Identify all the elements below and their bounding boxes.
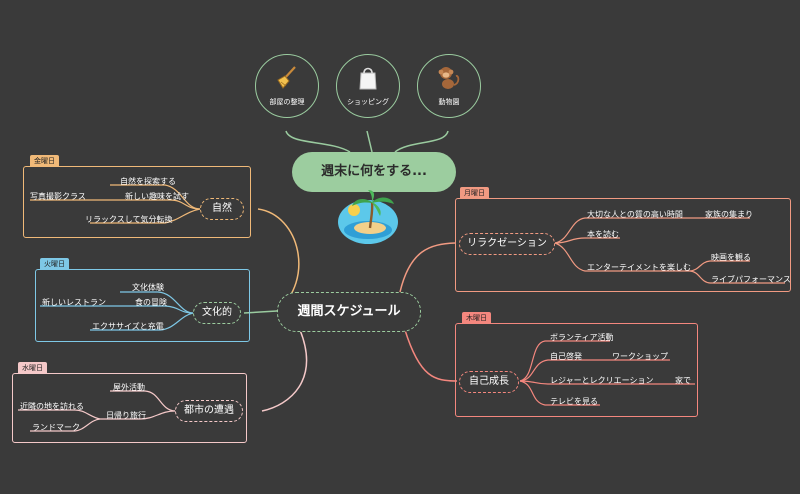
leaf-relax[interactable]: リラックスして気分転換 — [85, 215, 173, 224]
branch-box-friday — [23, 166, 251, 238]
leaf-entertainment[interactable]: エンターテイメントを楽しむ — [587, 263, 691, 272]
leaf-read-books[interactable]: 本を読む — [587, 230, 619, 239]
weekend-item-label: ショッピング — [347, 98, 389, 106]
weekend-item-tidy-room[interactable]: 部屋の整理 — [255, 54, 319, 118]
branch-node-cultural[interactable]: 文化的 — [193, 302, 241, 324]
leaf-leisure[interactable]: レジャーとレクリエーション — [550, 376, 654, 385]
day-tag-friday: 金曜日 — [30, 155, 59, 167]
leaf-self-development[interactable]: 自己啓発 — [550, 352, 582, 361]
leaf-volunteer[interactable]: ボランティア活動 — [550, 333, 614, 342]
branch-box-monday — [455, 198, 791, 292]
leaf-watch-tv[interactable]: テレビを見る — [550, 397, 598, 406]
day-tag-thursday: 木曜日 — [462, 312, 491, 324]
weekend-item-shopping[interactable]: ショッピング — [336, 54, 400, 118]
leaf-quality-time[interactable]: 大切な人との質の高い時間 — [587, 210, 683, 219]
leaf-workshop[interactable]: ワークショップ — [612, 352, 668, 361]
leaf-photo-class[interactable]: 写真撮影クラス — [30, 192, 86, 201]
branch-node-relaxation[interactable]: リラクゼーション — [459, 233, 555, 255]
leaf-new-restaurant[interactable]: 新しいレストラン — [42, 298, 106, 307]
branch-box-wednesday — [12, 373, 247, 443]
branch-node-city-encounter[interactable]: 都市の遭遇 — [175, 400, 243, 422]
shopping-bag-icon — [359, 67, 377, 90]
weekend-item-zoo[interactable]: 動物園 — [417, 54, 481, 118]
leaf-watch-movie[interactable]: 映画を観る — [711, 253, 751, 262]
leaf-try-new-hobby[interactable]: 新しい趣味を試す — [125, 192, 189, 201]
leaf-cultural-experience[interactable]: 文化体験 — [132, 283, 164, 292]
leaf-at-home[interactable]: 家で — [675, 376, 691, 385]
branch-box-thursday — [455, 323, 698, 417]
leaf-explore-nature[interactable]: 自然を探索する — [120, 177, 176, 186]
leaf-exercise[interactable]: エクササイズと充電 — [92, 322, 164, 331]
day-tag-tuesday: 火曜日 — [40, 258, 69, 270]
leaf-family-gathering[interactable]: 家族の集まり — [705, 210, 753, 219]
weekend-topic[interactable]: 週末に何をする... — [292, 152, 456, 192]
branch-node-self-growth[interactable]: 自己成長 — [459, 371, 519, 393]
day-tag-wednesday: 水曜日 — [18, 362, 47, 374]
leaf-visit-nearby[interactable]: 近隣の地を訪れる — [20, 402, 84, 411]
leaf-day-trip[interactable]: 日帰り旅行 — [106, 411, 146, 420]
weekend-item-label: 動物園 — [438, 98, 460, 106]
leaf-outdoor-activities[interactable]: 屋外活動 — [113, 383, 145, 392]
broom-icon — [277, 66, 296, 89]
leaf-landmark[interactable]: ランドマーク — [32, 423, 80, 432]
leaf-food-adventure[interactable]: 食の冒険 — [135, 298, 167, 307]
monkey-icon — [438, 67, 460, 89]
day-tag-monday: 月曜日 — [460, 187, 489, 199]
weekend-item-label: 部屋の整理 — [269, 98, 305, 106]
branch-box-tuesday — [35, 269, 250, 342]
leaf-live-performance[interactable]: ライブパフォーマンス — [711, 275, 791, 284]
island-icon — [338, 190, 398, 244]
central-topic[interactable]: 週間スケジュール — [277, 292, 421, 332]
branch-node-nature[interactable]: 自然 — [200, 198, 244, 220]
